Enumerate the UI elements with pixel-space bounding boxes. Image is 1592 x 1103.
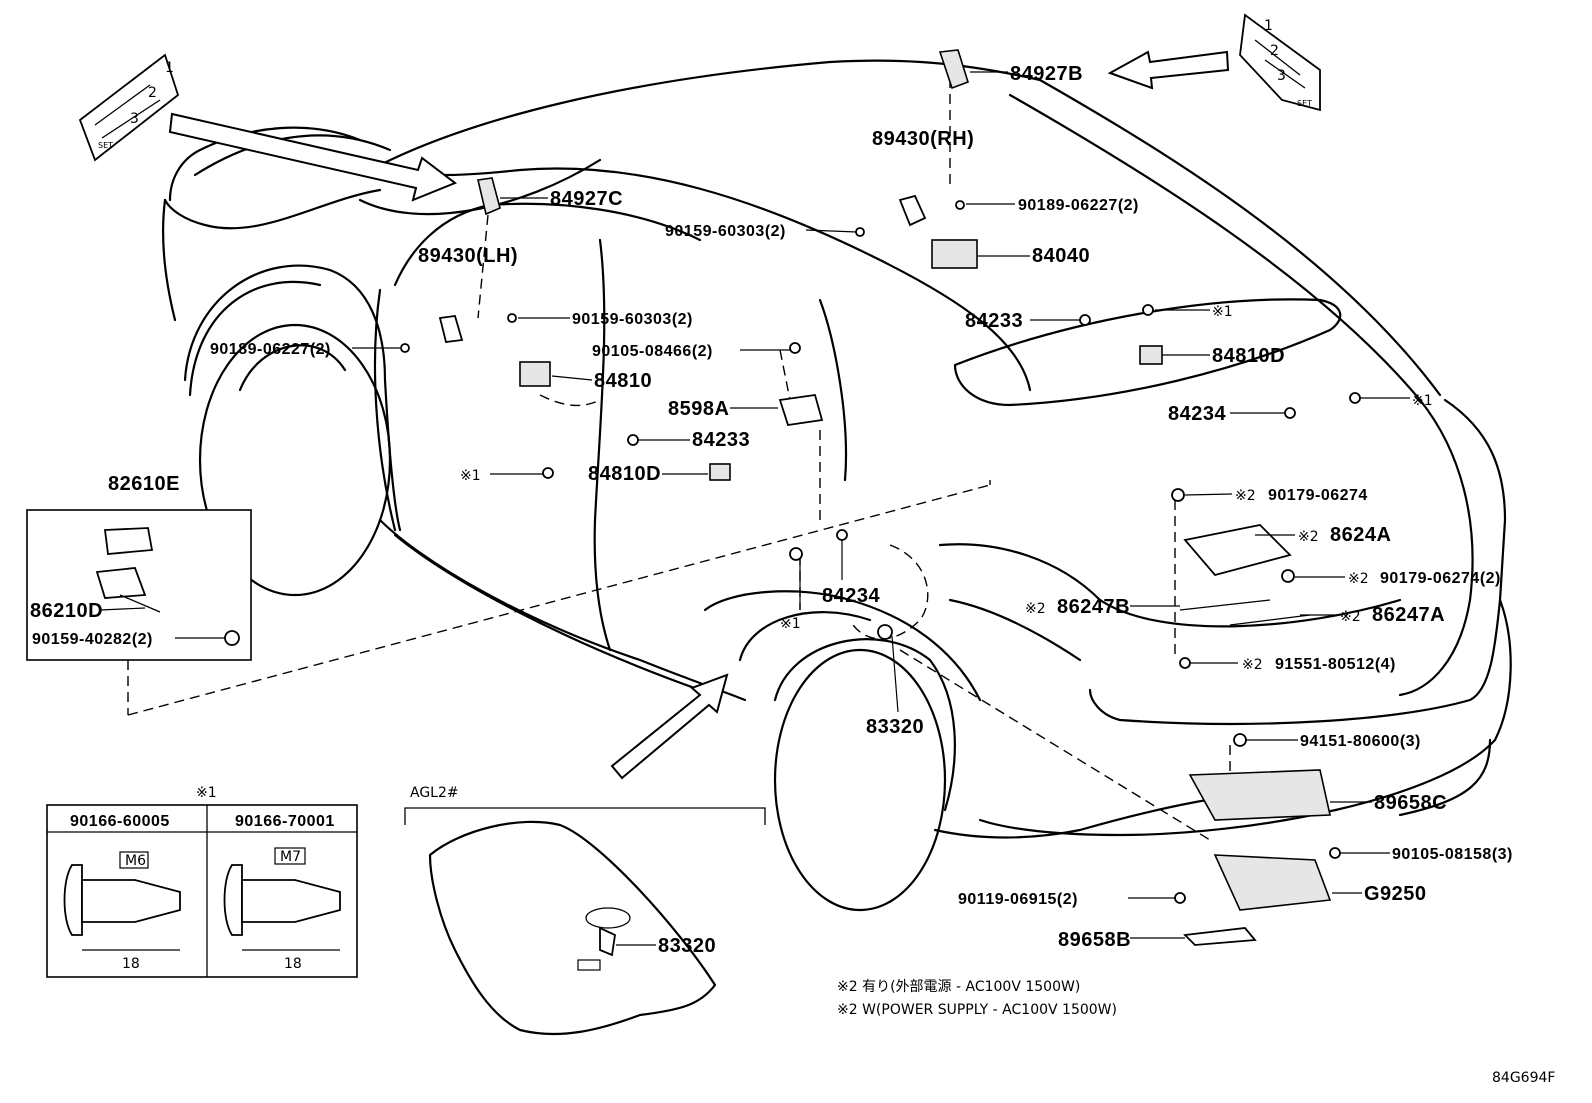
part-84810d-rear: [1139, 345, 1163, 365]
view-arrow-wheel: [610, 673, 729, 780]
label-90159-lh: 90159-60303(2): [572, 311, 693, 328]
part-84927b: [938, 49, 969, 90]
mark-front-1: ※1: [460, 468, 481, 484]
label-91551: 91551-80512(4): [1275, 656, 1396, 673]
label-84927b: 84927B: [1010, 63, 1083, 85]
agl-label: AGL2#: [410, 785, 459, 801]
bolt1-length: 18: [122, 956, 140, 972]
bolt2-thread: M7: [280, 849, 301, 865]
mark-90179-a: ※2: [1235, 488, 1256, 504]
label-89430-rh: 89430(RH): [872, 128, 974, 150]
bolt-col1-header: 90166-60005: [70, 813, 170, 830]
label-86247a: 86247A: [1372, 604, 1445, 626]
bolt1-thread: M6: [125, 853, 146, 869]
drawing-number: 84G694F: [1492, 1070, 1555, 1086]
label-8598a: 8598A: [668, 398, 729, 420]
label-leaders: [352, 71, 1410, 946]
label-83320-agl: 83320: [658, 935, 716, 957]
part-89430-lh: [438, 315, 464, 343]
mark-91551: ※2: [1242, 657, 1263, 673]
part-86247b: [1179, 599, 1271, 611]
part-labels: 84927B 89430(RH) 84927C 90189-06227(2) 9…: [108, 63, 1513, 951]
label-84927c: 84927C: [550, 188, 623, 210]
label-86247b: 86247B: [1057, 596, 1130, 618]
memory-switch-panel-right: 1 2 3 SET: [1239, 13, 1321, 112]
label-90105-08466: 90105-08466(2): [592, 343, 713, 360]
label-90189-lh: 90189-06227(2): [210, 341, 331, 358]
part-83320-car: [877, 624, 893, 640]
bolt-table-title: ※1: [196, 785, 217, 801]
label-90189-rh: 90189-06227(2): [1018, 197, 1139, 214]
label-g9250: G9250: [1364, 883, 1427, 905]
label-89430-lh: 89430(LH): [418, 245, 518, 267]
panel-left-set: SET: [98, 141, 113, 150]
mark-84234-mid: ※1: [780, 616, 801, 632]
panel-right-set: SET: [1297, 99, 1312, 108]
part-89658c: [1188, 769, 1331, 821]
mark-8624a: ※2: [1298, 529, 1319, 545]
mark-90179-b: ※2: [1348, 571, 1369, 587]
mark-84233-rear: ※1: [1212, 304, 1233, 320]
panel-right-btn1: 1: [1264, 18, 1273, 34]
part-84927c: [477, 177, 501, 216]
label-84810d-rear: 84810D: [1212, 345, 1285, 367]
label-84810: 84810: [594, 370, 652, 392]
label-84234-rear: 84234: [1168, 403, 1226, 425]
detail-box-82610e: 86210D 90159-40282(2): [26, 509, 252, 661]
part-84810: [519, 361, 551, 387]
label-90105-08158: 90105-08158(3): [1392, 846, 1513, 863]
label-90159-40282: 90159-40282(2): [32, 631, 153, 648]
panel-right-btn3: 3: [1277, 68, 1286, 84]
part-g9250: [1213, 854, 1332, 911]
part-89430-rh: [898, 194, 927, 227]
part-8624a: [1183, 524, 1292, 577]
footnotes: ※2 有り(外部電源 - AC100V 1500W) ※2 W(POWER SU…: [837, 979, 1117, 1018]
label-86210d: 86210D: [30, 600, 103, 622]
vehicle-outline: [161, 59, 1512, 912]
label-89658c: 89658C: [1374, 792, 1447, 814]
label-82610e: 82610E: [108, 473, 180, 495]
label-84233-front: 84233: [692, 429, 750, 451]
part-89658b: [1183, 927, 1257, 946]
mark-86247b: ※2: [1025, 601, 1046, 617]
label-89658b: 89658B: [1058, 929, 1131, 951]
mark-84234-rear: ※1: [1412, 393, 1433, 409]
label-90179-b: 90179-06274(2): [1380, 570, 1501, 587]
label-94151: 94151-80600(3): [1300, 733, 1421, 750]
label-84810d-front: 84810D: [588, 463, 661, 485]
label-90159-rh: 90159-60303(2): [665, 223, 786, 240]
detail-agl2: AGL2# 83320: [404, 785, 766, 1036]
label-90119: 90119-06915(2): [958, 891, 1078, 908]
label-84233-rear: 84233: [965, 310, 1023, 332]
view-arrow-front: [168, 112, 458, 202]
panel-left-btn2: 2: [148, 85, 157, 101]
label-84234-mid: 84234: [822, 585, 880, 607]
part-84810d-front: [709, 463, 731, 481]
bolt-col2-header: 90166-70001: [235, 813, 335, 830]
label-84040: 84040: [1032, 245, 1090, 267]
panel-right-btn2: 2: [1270, 43, 1279, 59]
panel-left-btn3: 3: [130, 111, 139, 127]
mark-86247a: ※2: [1340, 609, 1361, 625]
footnote-1: ※2 有り(外部電源 - AC100V 1500W): [837, 979, 1080, 995]
panel-left-btn1: 1: [165, 60, 174, 76]
label-90179-a: 90179-06274: [1268, 487, 1368, 504]
bolt-table: ※1 90166-60005 90166-70001 M6 18 M7 18: [46, 785, 358, 978]
memory-switch-panel-left: 1 2 3 SET: [78, 53, 180, 162]
part-8598a: [778, 393, 824, 427]
view-arrow-rear: [1107, 50, 1230, 90]
part-86247a: [1229, 614, 1311, 626]
part-shapes: [400, 49, 1361, 946]
bolt2-length: 18: [284, 956, 302, 972]
label-8624a: 8624A: [1330, 524, 1391, 546]
footnote-2: ※2 W(POWER SUPPLY - AC100V 1500W): [837, 1002, 1117, 1018]
part-84040: [931, 239, 978, 269]
label-83320-car: 83320: [866, 716, 924, 738]
